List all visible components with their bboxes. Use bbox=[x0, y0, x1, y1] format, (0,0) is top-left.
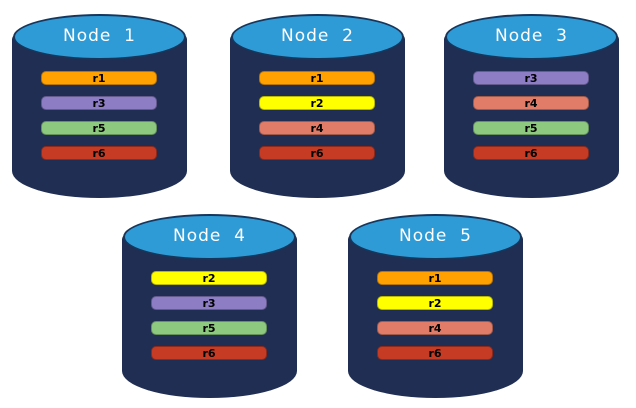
replica-bar-r4: r4 bbox=[473, 96, 589, 110]
replica-bar-list: r1 r2 r4 r6 bbox=[259, 71, 375, 160]
replica-bar-r5: r5 bbox=[151, 321, 267, 335]
replica-bar-list: r3 r4 r5 r6 bbox=[473, 71, 589, 160]
node-label: Node 3 bbox=[495, 26, 568, 46]
cylinder-top-ellipse: Node 4 bbox=[123, 214, 296, 260]
node-label: Node 2 bbox=[281, 26, 354, 46]
replica-bar-r6: r6 bbox=[41, 146, 157, 160]
cylinder-top-ellipse: Node 5 bbox=[349, 214, 522, 260]
replica-bar-r3: r3 bbox=[41, 96, 157, 110]
node-label: Node 4 bbox=[173, 226, 246, 246]
cylinder-top-ellipse: Node 3 bbox=[445, 14, 618, 60]
cylinder-top-ellipse: Node 1 bbox=[13, 14, 186, 60]
replica-bar-r4: r4 bbox=[259, 121, 375, 135]
node-label: Node 5 bbox=[399, 226, 472, 246]
replica-bar-r6: r6 bbox=[377, 346, 493, 360]
replica-bar-r2: r2 bbox=[377, 296, 493, 310]
replica-bar-r1: r1 bbox=[259, 71, 375, 85]
replica-bar-list: r1 r3 r5 r6 bbox=[41, 71, 157, 160]
replica-bar-r5: r5 bbox=[41, 121, 157, 135]
replica-bar-r2: r2 bbox=[151, 271, 267, 285]
replica-bar-r3: r3 bbox=[473, 71, 589, 85]
replica-bar-r3: r3 bbox=[151, 296, 267, 310]
replica-bar-r5: r5 bbox=[473, 121, 589, 135]
replica-bar-r1: r1 bbox=[41, 71, 157, 85]
replica-bar-r6: r6 bbox=[259, 146, 375, 160]
replica-bar-list: r2 r3 r5 r6 bbox=[151, 271, 267, 360]
replica-bar-r1: r1 bbox=[377, 271, 493, 285]
node-label: Node 1 bbox=[63, 26, 136, 46]
node-cylinder: Node 1 r1 r3 r5 r6 bbox=[12, 14, 187, 198]
cylinder-top-ellipse: Node 2 bbox=[231, 14, 404, 60]
replica-bar-r6: r6 bbox=[151, 346, 267, 360]
node-cylinder: Node 4 r2 r3 r5 r6 bbox=[122, 214, 297, 398]
replica-bar-r2: r2 bbox=[259, 96, 375, 110]
replica-bar-r6: r6 bbox=[473, 146, 589, 160]
node-cylinder: Node 3 r3 r4 r5 r6 bbox=[444, 14, 619, 198]
node-cylinder: Node 2 r1 r2 r4 r6 bbox=[230, 14, 405, 198]
replica-bar-list: r1 r2 r4 r6 bbox=[377, 271, 493, 360]
replica-bar-r4: r4 bbox=[377, 321, 493, 335]
node-cylinder: Node 5 r1 r2 r4 r6 bbox=[348, 214, 523, 398]
